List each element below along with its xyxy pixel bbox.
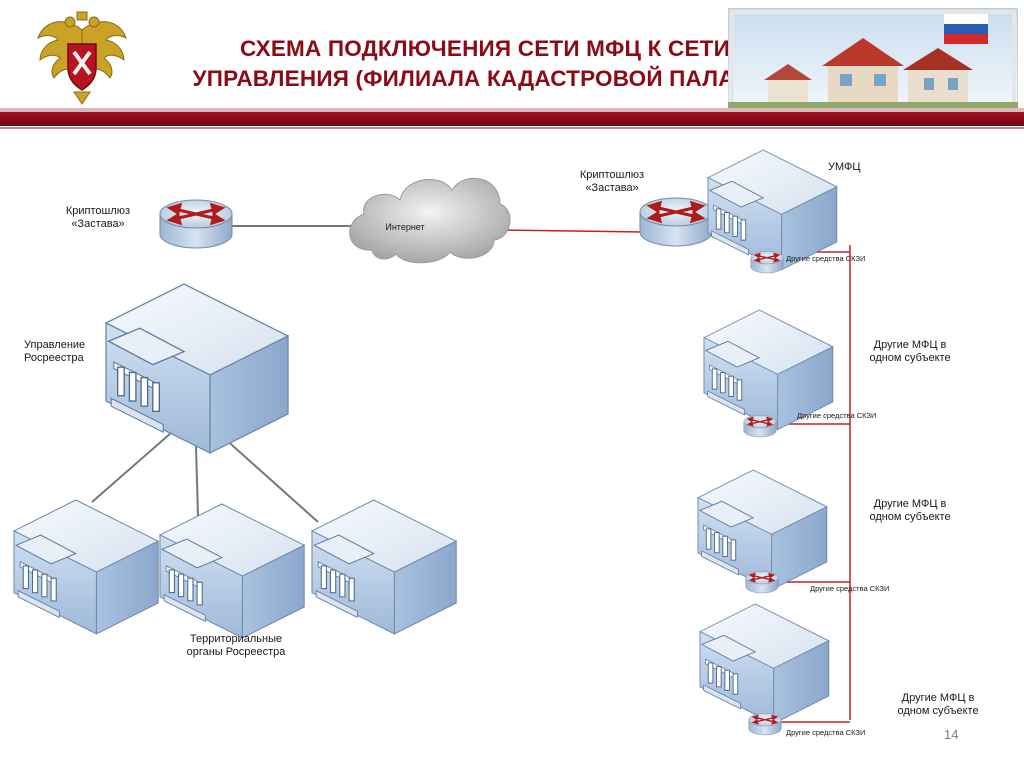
- skzi-umfc-label: Другие средства СКЗИ: [786, 254, 865, 263]
- terr-group-label-2: органы Росреестра: [187, 646, 287, 658]
- mfc-2-label-2: одном субъекте: [869, 511, 950, 523]
- gateway-right-label-1: Криптошлюз: [580, 169, 644, 181]
- upravlenie-label-2: Росреестра: [24, 352, 84, 364]
- gateway-right-label-2: «Застава»: [585, 182, 638, 194]
- mfc-1-label-2: одном субъекте: [869, 352, 950, 364]
- gateway-left-label-2: «Застава»: [71, 218, 124, 230]
- header-band: [0, 112, 1024, 126]
- node-terr-1: [13, 499, 159, 635]
- node-skzi-3: [748, 712, 782, 736]
- node-upravlenie: [105, 283, 289, 454]
- title-line-1: СХЕМА ПОДКЛЮЧЕНИЯ СЕТИ МФЦ К СЕТИ: [240, 36, 730, 61]
- skzi-2-label: Другие средства СКЗИ: [810, 584, 889, 593]
- upravlenie-label-1: Управление: [24, 339, 85, 351]
- gateway-left-label-1: Криптошлюз: [66, 205, 130, 217]
- header-band-line: [0, 127, 1024, 129]
- node-skzi-umfc: [750, 250, 784, 274]
- node-gateway-left: [158, 198, 234, 250]
- title-line-2: УПРАВЛЕНИЯ (ФИЛИАЛА КАДАСТРОВОЙ ПАЛАТЫ): [192, 66, 778, 91]
- house-photo: [728, 8, 1018, 112]
- node-internet: Интернет: [349, 177, 511, 264]
- node-gateway-right: [638, 196, 714, 248]
- coat-of-arms-emblem: [37, 11, 127, 105]
- internet-label: Интернет: [385, 222, 424, 232]
- node-terr-3: [311, 499, 457, 635]
- header-band-shadow: [0, 108, 1024, 112]
- node-skzi-2: [745, 570, 779, 594]
- mfc-2-label-1: Другие МФЦ в: [874, 498, 947, 510]
- skzi-3-label: Другие средства СКЗИ: [786, 728, 865, 737]
- node-skzi-1: [743, 414, 777, 438]
- skzi-1-label: Другие средства СКЗИ: [797, 411, 876, 420]
- mfc-3-label-2: одном субъекте: [897, 705, 978, 717]
- edge-internet-gateway-right: [495, 229, 646, 233]
- mfc-1-label-1: Другие МФЦ в: [874, 339, 947, 351]
- umfc-label: УМФЦ: [828, 161, 861, 173]
- node-terr-2: [159, 503, 305, 639]
- node-mfc-3: [699, 603, 830, 725]
- terr-group-label-1: Территориальные: [190, 633, 282, 645]
- page-title: СХЕМА ПОДКЛЮЧЕНИЯ СЕТИ МФЦ К СЕТИ УПРАВЛ…: [140, 34, 830, 94]
- page-number: 14: [944, 727, 959, 742]
- mfc-3-label-1: Другие МФЦ в: [902, 692, 975, 704]
